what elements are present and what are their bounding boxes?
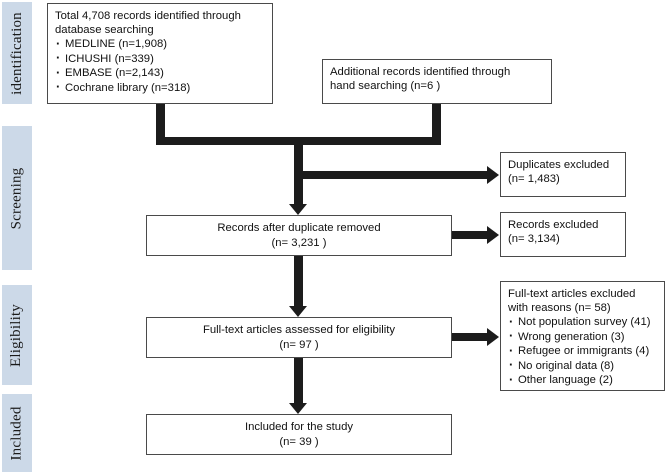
box-fulltext-excluded: Full-text articles excluded with reasons… bbox=[500, 281, 665, 391]
list-item: EMBASE (n=2,143) bbox=[55, 66, 265, 81]
fulltext-excluded-line1: Full-text articles excluded bbox=[508, 288, 636, 300]
stage-label-included: Included bbox=[2, 394, 32, 472]
connector-branch-records-excluded bbox=[452, 231, 488, 239]
list-item: MEDLINE (n=1,908) bbox=[55, 37, 265, 52]
list-item: Other language (2) bbox=[508, 373, 657, 388]
stage-label-identification: identification bbox=[2, 2, 32, 104]
stage-label-included-text: Included bbox=[8, 405, 25, 461]
records-excluded-line1: Records excluded bbox=[508, 219, 599, 231]
database-search-heading-line2: database searching bbox=[55, 24, 154, 37]
list-item: Cochrane library (n=318) bbox=[55, 80, 265, 95]
arrow-into-records-after-duplicates bbox=[289, 204, 307, 215]
list-item: Wrong generation (3) bbox=[508, 329, 657, 344]
records-excluded-line2: (n= 3,134) bbox=[508, 233, 560, 246]
list-item: ICHUSHI (n=339) bbox=[55, 51, 265, 66]
duplicates-excluded-line2: (n= 1,483) bbox=[508, 173, 560, 186]
connector-drop-hand-search bbox=[432, 104, 441, 141]
included-study-line2: (n= 39 ) bbox=[279, 435, 319, 448]
arrow-into-duplicates-excluded bbox=[487, 166, 499, 184]
box-fulltext-assessed: Full-text articles assessed for eligibil… bbox=[146, 317, 452, 358]
included-study-line1: Included for the study bbox=[244, 421, 353, 434]
stage-label-eligibility-text: Eligibility bbox=[8, 303, 25, 367]
list-item: Refugee or immigrants (4) bbox=[508, 344, 657, 359]
hand-search-line2: hand searching (n=6 ) bbox=[330, 80, 441, 93]
connector-trunk-eligibility bbox=[294, 256, 303, 309]
box-records-excluded: Records excluded (n= 3,134) bbox=[500, 212, 626, 257]
box-hand-search: Additional records identified through ha… bbox=[322, 59, 552, 104]
fulltext-excluded-reason-list: Not population survey (41) Wrong generat… bbox=[508, 315, 657, 387]
stage-label-screening: Screening bbox=[2, 126, 32, 270]
connector-drop-database-search bbox=[156, 104, 165, 141]
stage-label-eligibility: Eligibility bbox=[2, 285, 32, 385]
arrow-into-fulltext-assessed bbox=[289, 306, 307, 317]
stage-label-screening-text: Screening bbox=[8, 167, 25, 229]
fulltext-assessed-line2: (n= 97 ) bbox=[279, 338, 319, 351]
fulltext-excluded-line2: with reasons (n= 58) bbox=[508, 302, 611, 315]
box-included-study: Included for the study (n= 39 ) bbox=[146, 414, 452, 455]
database-search-heading-line1: Total 4,708 records identified through bbox=[55, 10, 241, 22]
fulltext-assessed-line1: Full-text articles assessed for eligibil… bbox=[202, 324, 396, 337]
connector-trunk-included bbox=[294, 358, 303, 406]
duplicates-excluded-line1: Duplicates excluded bbox=[508, 159, 610, 171]
arrow-into-records-excluded bbox=[487, 226, 499, 244]
database-search-source-list: MEDLINE (n=1,908) ICHUSHI (n=339) EMBASE… bbox=[55, 37, 265, 95]
box-database-search: Total 4,708 records identified through d… bbox=[47, 3, 273, 104]
hand-search-line1: Additional records identified through bbox=[330, 66, 511, 78]
arrow-into-fulltext-excluded bbox=[487, 328, 499, 346]
records-after-duplicates-line2: (n= 3,231 ) bbox=[271, 236, 327, 249]
list-item: Not population survey (41) bbox=[508, 315, 657, 330]
box-duplicates-excluded: Duplicates excluded (n= 1,483) bbox=[500, 152, 626, 197]
connector-branch-duplicates bbox=[298, 171, 488, 179]
records-after-duplicates-line1: Records after duplicate removed bbox=[217, 222, 381, 235]
box-records-after-duplicates: Records after duplicate removed (n= 3,23… bbox=[146, 215, 452, 256]
list-item: No original data (8) bbox=[508, 358, 657, 373]
connector-branch-fulltext-excluded bbox=[452, 333, 488, 341]
arrow-into-included-study bbox=[289, 403, 307, 414]
stage-label-identification-text: identification bbox=[8, 11, 25, 95]
